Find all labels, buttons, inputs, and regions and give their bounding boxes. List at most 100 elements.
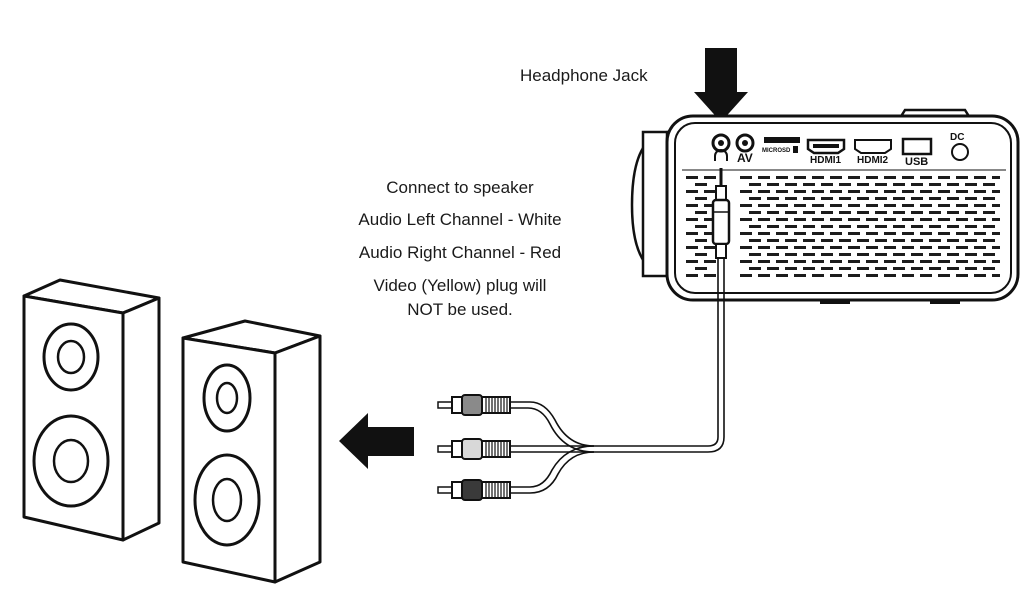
headphone-jack-port <box>711 133 731 161</box>
grille-slat <box>902 218 914 221</box>
grille-slat <box>776 260 788 263</box>
grille-slat <box>866 176 878 179</box>
microsd-slot: MICROSD <box>762 137 800 154</box>
grille-slat <box>758 232 770 235</box>
grille-slat <box>857 197 869 200</box>
grille-slat <box>803 183 815 186</box>
grille-slat <box>812 218 824 221</box>
grille-slat <box>695 211 707 214</box>
grille-slat <box>848 274 860 277</box>
grille-slat <box>776 246 788 249</box>
audio-plug <box>711 168 731 259</box>
grille-slat <box>992 190 1000 193</box>
grille-slat <box>785 211 797 214</box>
grille-slat <box>794 274 806 277</box>
grille-slat <box>893 267 905 270</box>
grille-slat <box>785 197 797 200</box>
usb-port: USB <box>901 137 933 168</box>
grille-slat <box>821 183 833 186</box>
grille-slat <box>929 239 941 242</box>
grille-slat <box>866 232 878 235</box>
grille-slat <box>704 274 716 277</box>
grille-slat <box>767 253 779 256</box>
grille-slat <box>848 260 860 263</box>
grille-slat <box>974 246 986 249</box>
grille-slat <box>740 218 752 221</box>
grille-slat <box>992 218 1000 221</box>
grille-slat <box>821 239 833 242</box>
speaker-left <box>22 278 161 542</box>
grille-slat <box>686 204 698 207</box>
grille-slat <box>875 253 887 256</box>
grille-slat <box>974 218 986 221</box>
grille-slat <box>920 260 932 263</box>
grille-slat <box>758 190 770 193</box>
grille-slat <box>857 211 869 214</box>
grille-slat <box>794 190 806 193</box>
grille-slat <box>749 197 761 200</box>
grille-slat <box>740 232 752 235</box>
grille-slat <box>965 253 977 256</box>
grille-slat <box>974 204 986 207</box>
grille-slat <box>785 267 797 270</box>
grille-slat <box>902 176 914 179</box>
grille-slat <box>929 267 941 270</box>
grille-slat <box>695 239 707 242</box>
grille-slat <box>956 246 968 249</box>
grille-slat <box>884 232 896 235</box>
grille-slat <box>947 239 959 242</box>
grille-slat <box>848 190 860 193</box>
rca-plug-part <box>437 445 453 453</box>
grille-slat <box>794 218 806 221</box>
grille-slat <box>839 211 851 214</box>
grille-slat <box>695 197 707 200</box>
instruction-line-2: Audio Left Channel - White <box>358 210 562 229</box>
grille-slat <box>893 211 905 214</box>
grille-slat <box>830 232 842 235</box>
grille-slat <box>938 260 950 263</box>
instruction-line-4: Video (Yellow) plug will <box>373 276 547 295</box>
grille-slat <box>839 225 851 228</box>
grille-slat <box>785 253 797 256</box>
grille-slat <box>704 260 716 263</box>
av-port: AV <box>735 133 755 165</box>
speaker-right <box>181 319 322 584</box>
grille-slat <box>866 274 878 277</box>
rca-plug-part <box>461 438 483 460</box>
grille-slat <box>965 225 977 228</box>
grille-slat <box>686 246 698 249</box>
grille-slat <box>767 267 779 270</box>
grille-slat <box>875 267 887 270</box>
grille-slat <box>938 176 950 179</box>
grille-slat <box>821 211 833 214</box>
left-arrow-icon <box>339 413 414 469</box>
port-panel: AV MICROSD HDMI1 HDMI2 USB DC <box>711 132 969 168</box>
grille-slat <box>902 190 914 193</box>
grille-slat <box>749 183 761 186</box>
grille-slat <box>740 204 752 207</box>
usb-label: USB <box>905 156 928 168</box>
grille-slat <box>794 232 806 235</box>
grille-slat <box>812 204 824 207</box>
grille-slat <box>785 183 797 186</box>
grille-slat <box>839 183 851 186</box>
grille-slat <box>938 218 950 221</box>
grille-slat <box>749 239 761 242</box>
grille-slat <box>686 176 698 179</box>
grille-slat <box>848 218 860 221</box>
grille-slat <box>686 232 698 235</box>
grille-slat <box>911 267 923 270</box>
grille-slat <box>920 232 932 235</box>
grille-slat <box>704 232 716 235</box>
grille-slat <box>866 260 878 263</box>
grille-slat <box>956 190 968 193</box>
grille-slat <box>920 246 932 249</box>
grille-slat <box>776 274 788 277</box>
grille-slat <box>929 197 941 200</box>
grille-slat <box>893 225 905 228</box>
grille-slat <box>749 211 761 214</box>
grille-slat <box>974 232 986 235</box>
hdmi1-port: HDMI1 <box>806 138 846 166</box>
grille-slat <box>758 246 770 249</box>
